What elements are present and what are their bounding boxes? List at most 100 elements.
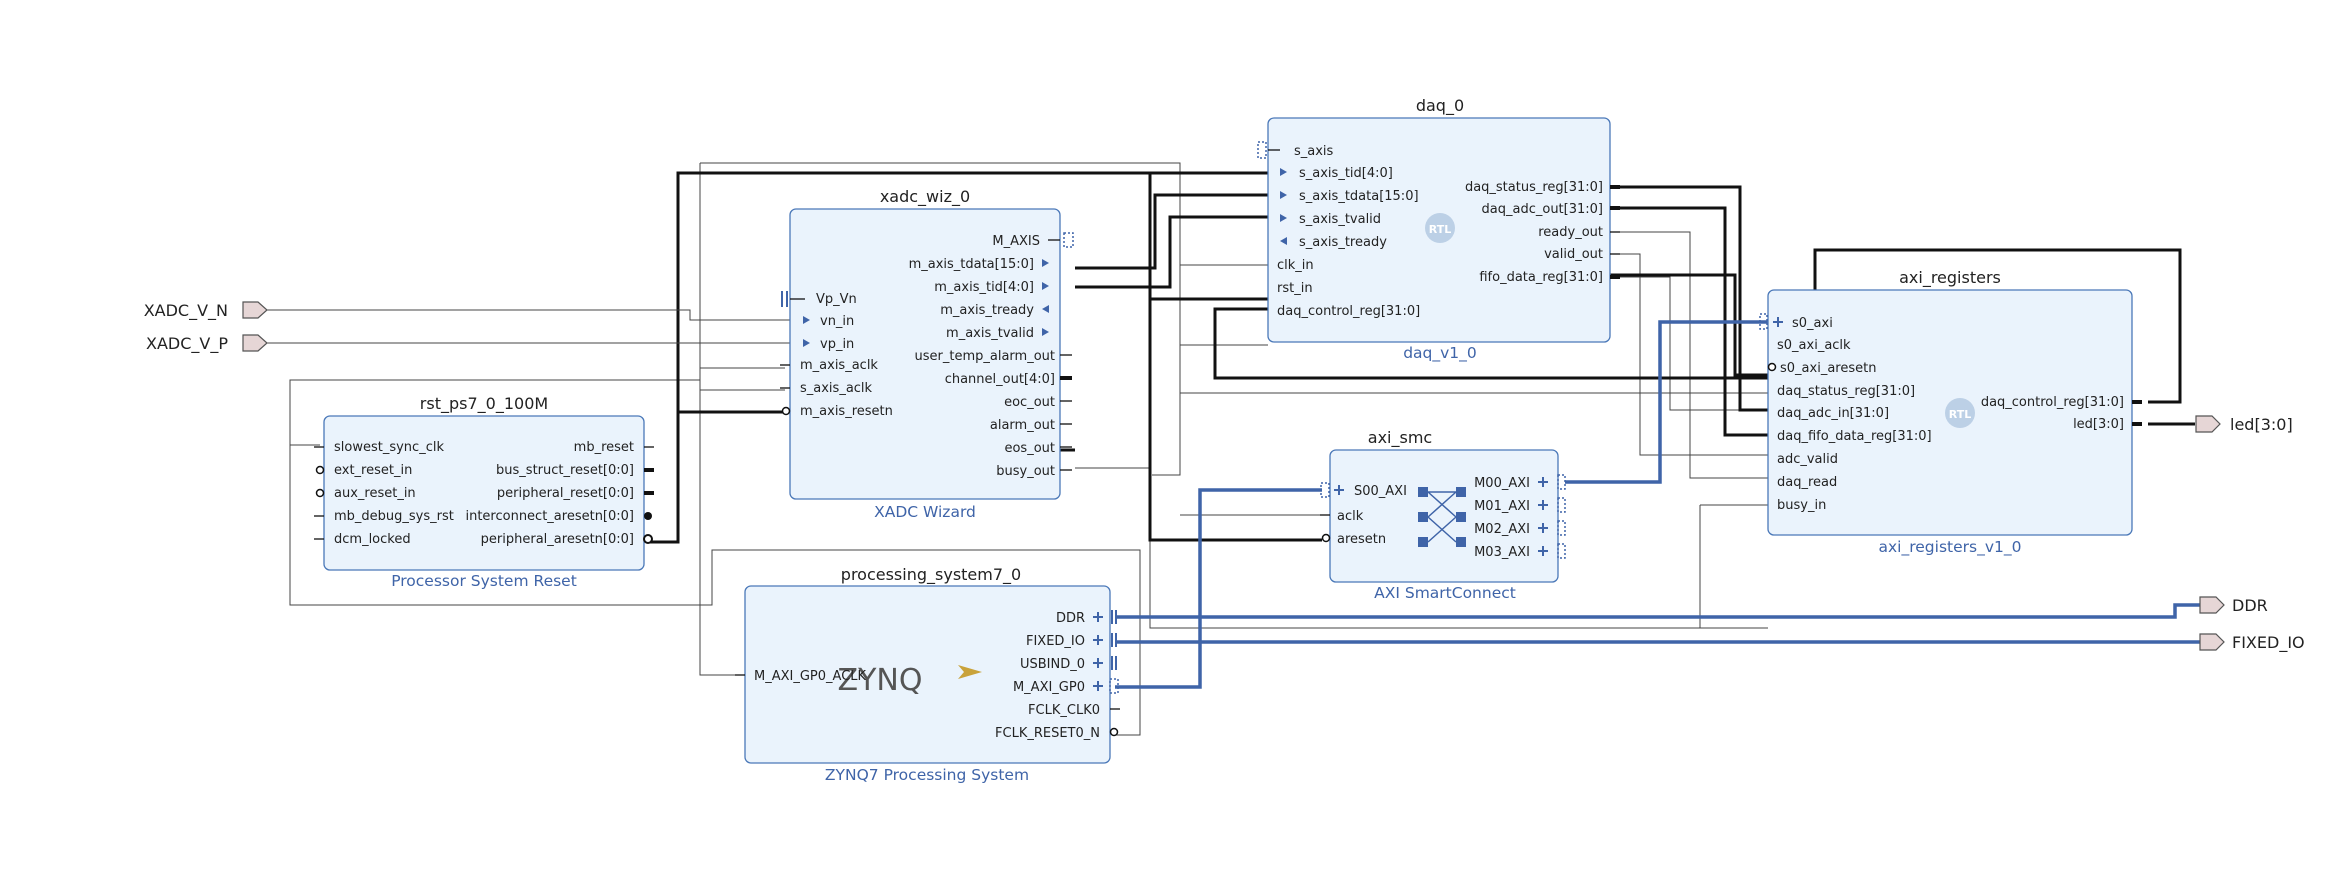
- axireg-title: axi_registers: [1899, 268, 2001, 288]
- rst-pin-interconnect-aresetn: interconnect_aresetn[0:0]: [465, 509, 634, 524]
- smc-pin-s00-axi: S00_AXI: [1354, 484, 1407, 499]
- axireg-pin-daq-control-reg: daq_control_reg[31:0]: [1981, 395, 2124, 410]
- ps7-pin-fixed-io: FIXED_IO: [1026, 634, 1085, 649]
- rtl-badge-label: RTL: [1949, 408, 1972, 421]
- xadc-pin-m-axis-tdata: m_axis_tdata[15:0]: [909, 257, 1034, 272]
- xadc-pin-eos-out: eos_out: [1004, 441, 1055, 456]
- xadc-pin-arrow: [1042, 282, 1049, 290]
- zynq-logo: ZYNQ: [838, 663, 923, 698]
- smc-pin-aresetn: aresetn: [1337, 532, 1386, 547]
- smc-plus-icons: [1538, 477, 1548, 556]
- rst-pin-peripheral-aresetn: peripheral_aresetn[0:0]: [481, 532, 634, 547]
- xadc-pin-bubble: [781, 406, 791, 416]
- rst-pin-peripheral-reset: peripheral_reset[0:0]: [497, 486, 634, 501]
- ps7-pin-m-axi-gp0: M_AXI_GP0: [1013, 680, 1085, 695]
- zynq-logo-mark: [958, 665, 982, 679]
- daq-block[interactable]: daq_0 daq_v1_0 RTL s_axis s_axis_tid[4:0…: [1257, 96, 1620, 363]
- daq-pin-arrow: [1280, 191, 1287, 199]
- port-arrow-xadc-v-n: [242, 301, 268, 319]
- axireg-pin-led: led[3:0]: [2073, 417, 2124, 432]
- smc-interface-icon: [1320, 482, 1330, 498]
- external-port-ddr[interactable]: DDR: [2199, 596, 2268, 615]
- crossbar-icon: [1418, 487, 1466, 547]
- xadc-subtitle: XADC Wizard: [874, 503, 976, 521]
- daq-pin-s-axis-tid: s_axis_tid[4:0]: [1299, 166, 1393, 181]
- xadc-pin-channel-out: channel_out[4:0]: [945, 372, 1055, 387]
- daq-pin-rst-in: rst_in: [1277, 281, 1313, 296]
- daq-pin-fifo-data-reg: fifo_data_reg[31:0]: [1479, 270, 1603, 285]
- xadc-pin-user-temp-alarm-out: user_temp_alarm_out: [915, 349, 1055, 364]
- rst-subtitle: Processor System Reset: [391, 572, 577, 590]
- rst-pin-mb-reset: mb_reset: [574, 440, 634, 455]
- rst-pin-ext-reset-in: ext_reset_in: [334, 463, 412, 478]
- wires: [265, 162, 2200, 736]
- axireg-pin-busy-in: busy_in: [1777, 498, 1826, 513]
- axi-registers-block[interactable]: axi_registers axi_registers_v1_0 RTL s0_…: [1759, 268, 2142, 557]
- smc-pin-aclk: aclk: [1337, 509, 1364, 524]
- xadc-pin-m-axis: M_AXIS: [992, 234, 1040, 249]
- smc-pin-m00-axi: M00_AXI: [1474, 476, 1530, 491]
- smc-pin-m03-axi: M03_AXI: [1474, 545, 1530, 560]
- port-arrow-ddr: [2199, 596, 2225, 614]
- axi-smc-block[interactable]: axi_smc AXI SmartConnect S00_AXI aclk ar…: [1320, 428, 1566, 602]
- ps7-pin-ddr: DDR: [1056, 611, 1085, 626]
- port-arrow-xadc-v-p: [242, 334, 268, 352]
- axireg-pin-daq-adc-in: daq_adc_in[31:0]: [1777, 406, 1889, 421]
- external-port-fixed-io[interactable]: FIXED_IO: [2199, 633, 2305, 653]
- rtl-badge: RTL: [1945, 398, 1975, 428]
- xadc-title: xadc_wiz_0: [880, 187, 970, 207]
- external-port-led[interactable]: led[3:0]: [2195, 415, 2293, 434]
- daq-pin-ready-out: ready_out: [1538, 225, 1603, 240]
- xadc-pin-arrow: [1042, 305, 1049, 313]
- ps7-pin-fclk-reset0-n: FCLK_RESET0_N: [995, 726, 1100, 741]
- daq-title: daq_0: [1416, 96, 1464, 116]
- daq-pin-s-axis-tvalid: s_axis_tvalid: [1299, 212, 1381, 227]
- axireg-pin-daq-status-reg: daq_status_reg[31:0]: [1777, 384, 1915, 399]
- xadc-body: [789, 208, 1061, 500]
- port-arrow-led: [2195, 415, 2221, 433]
- daq-pin-s-axis-tready: s_axis_tready: [1299, 235, 1387, 250]
- ps7-title: processing_system7_0: [841, 565, 1021, 585]
- daq-pin-daq-control-reg: daq_control_reg[31:0]: [1277, 304, 1420, 319]
- xadc-pin-m-axis-resetn: m_axis_resetn: [800, 404, 893, 419]
- xadc-pin-vn-in: vn_in: [820, 314, 854, 329]
- rst-pin-bubble: [643, 534, 653, 544]
- ps7-block[interactable]: processing_system7_0 ZYNQ7 Processing Sy…: [735, 565, 1120, 784]
- external-port-xadc-v-p[interactable]: XADC_V_P: [146, 334, 268, 354]
- rtl-badge: RTL: [1425, 213, 1455, 243]
- xadc-pin-s-axis-aclk: s_axis_aclk: [800, 381, 873, 396]
- rtl-badge-label: RTL: [1429, 223, 1452, 236]
- xadc-pin-arrow: [1042, 328, 1049, 336]
- xadc-pin-m-axis-tvalid: m_axis_tvalid: [946, 326, 1034, 341]
- xadc-pin-alarm-out: alarm_out: [990, 418, 1055, 433]
- ps7-plus-icons: [1093, 612, 1103, 691]
- rst-ps7-block[interactable]: rst_ps7_0_100M Processor System Reset sl…: [314, 394, 654, 590]
- axireg-pin-s0-axi-aresetn: s0_axi_aresetn: [1780, 361, 1876, 376]
- axireg-pin-adc-valid: adc_valid: [1777, 452, 1838, 467]
- daq-pin-daq-status-reg: daq_status_reg[31:0]: [1465, 180, 1603, 195]
- external-port-xadc-v-n[interactable]: XADC_V_N: [144, 301, 268, 321]
- smc-body: [1329, 449, 1559, 583]
- smc-title: axi_smc: [1368, 428, 1432, 448]
- rst-pin-aux-reset-in: aux_reset_in: [334, 486, 416, 501]
- axireg-interface-icon: [1759, 313, 1768, 330]
- xadc-pin-m-axis-aclk: m_axis_aclk: [800, 358, 878, 373]
- ps7-interface-icons: [1109, 610, 1119, 694]
- port-label-led: led[3:0]: [2230, 415, 2293, 434]
- port-label-ddr: DDR: [2232, 596, 2268, 615]
- daq-pin-arrow: [1280, 214, 1287, 222]
- rst-pin-bubble: [315, 488, 325, 498]
- xadc-interface-icon: [1063, 232, 1074, 248]
- xadc-pin-eoc-out: eoc_out: [1004, 395, 1055, 410]
- daq-pin-valid-out: valid_out: [1544, 247, 1603, 262]
- xadc-block[interactable]: xadc_wiz_0 XADC Wizard Vp_Vn vn_in vp_in…: [780, 187, 1074, 521]
- xadc-pin-m-axis-tready: m_axis_tready: [940, 303, 1034, 318]
- xadc-pin-m-axis-tid: m_axis_tid[4:0]: [934, 280, 1034, 295]
- smc-interface-icons: [1557, 474, 1566, 559]
- rst-pin-bubble: [315, 465, 325, 475]
- daq-pin-clk-in: clk_in: [1277, 258, 1314, 273]
- ps7-pin-usbind-0: USBIND_0: [1020, 657, 1085, 672]
- port-arrow-fixed-io: [2199, 633, 2225, 651]
- ps7-pin-m-axi-gp0-aclk: M_AXI_GP0_ACLK: [754, 669, 867, 684]
